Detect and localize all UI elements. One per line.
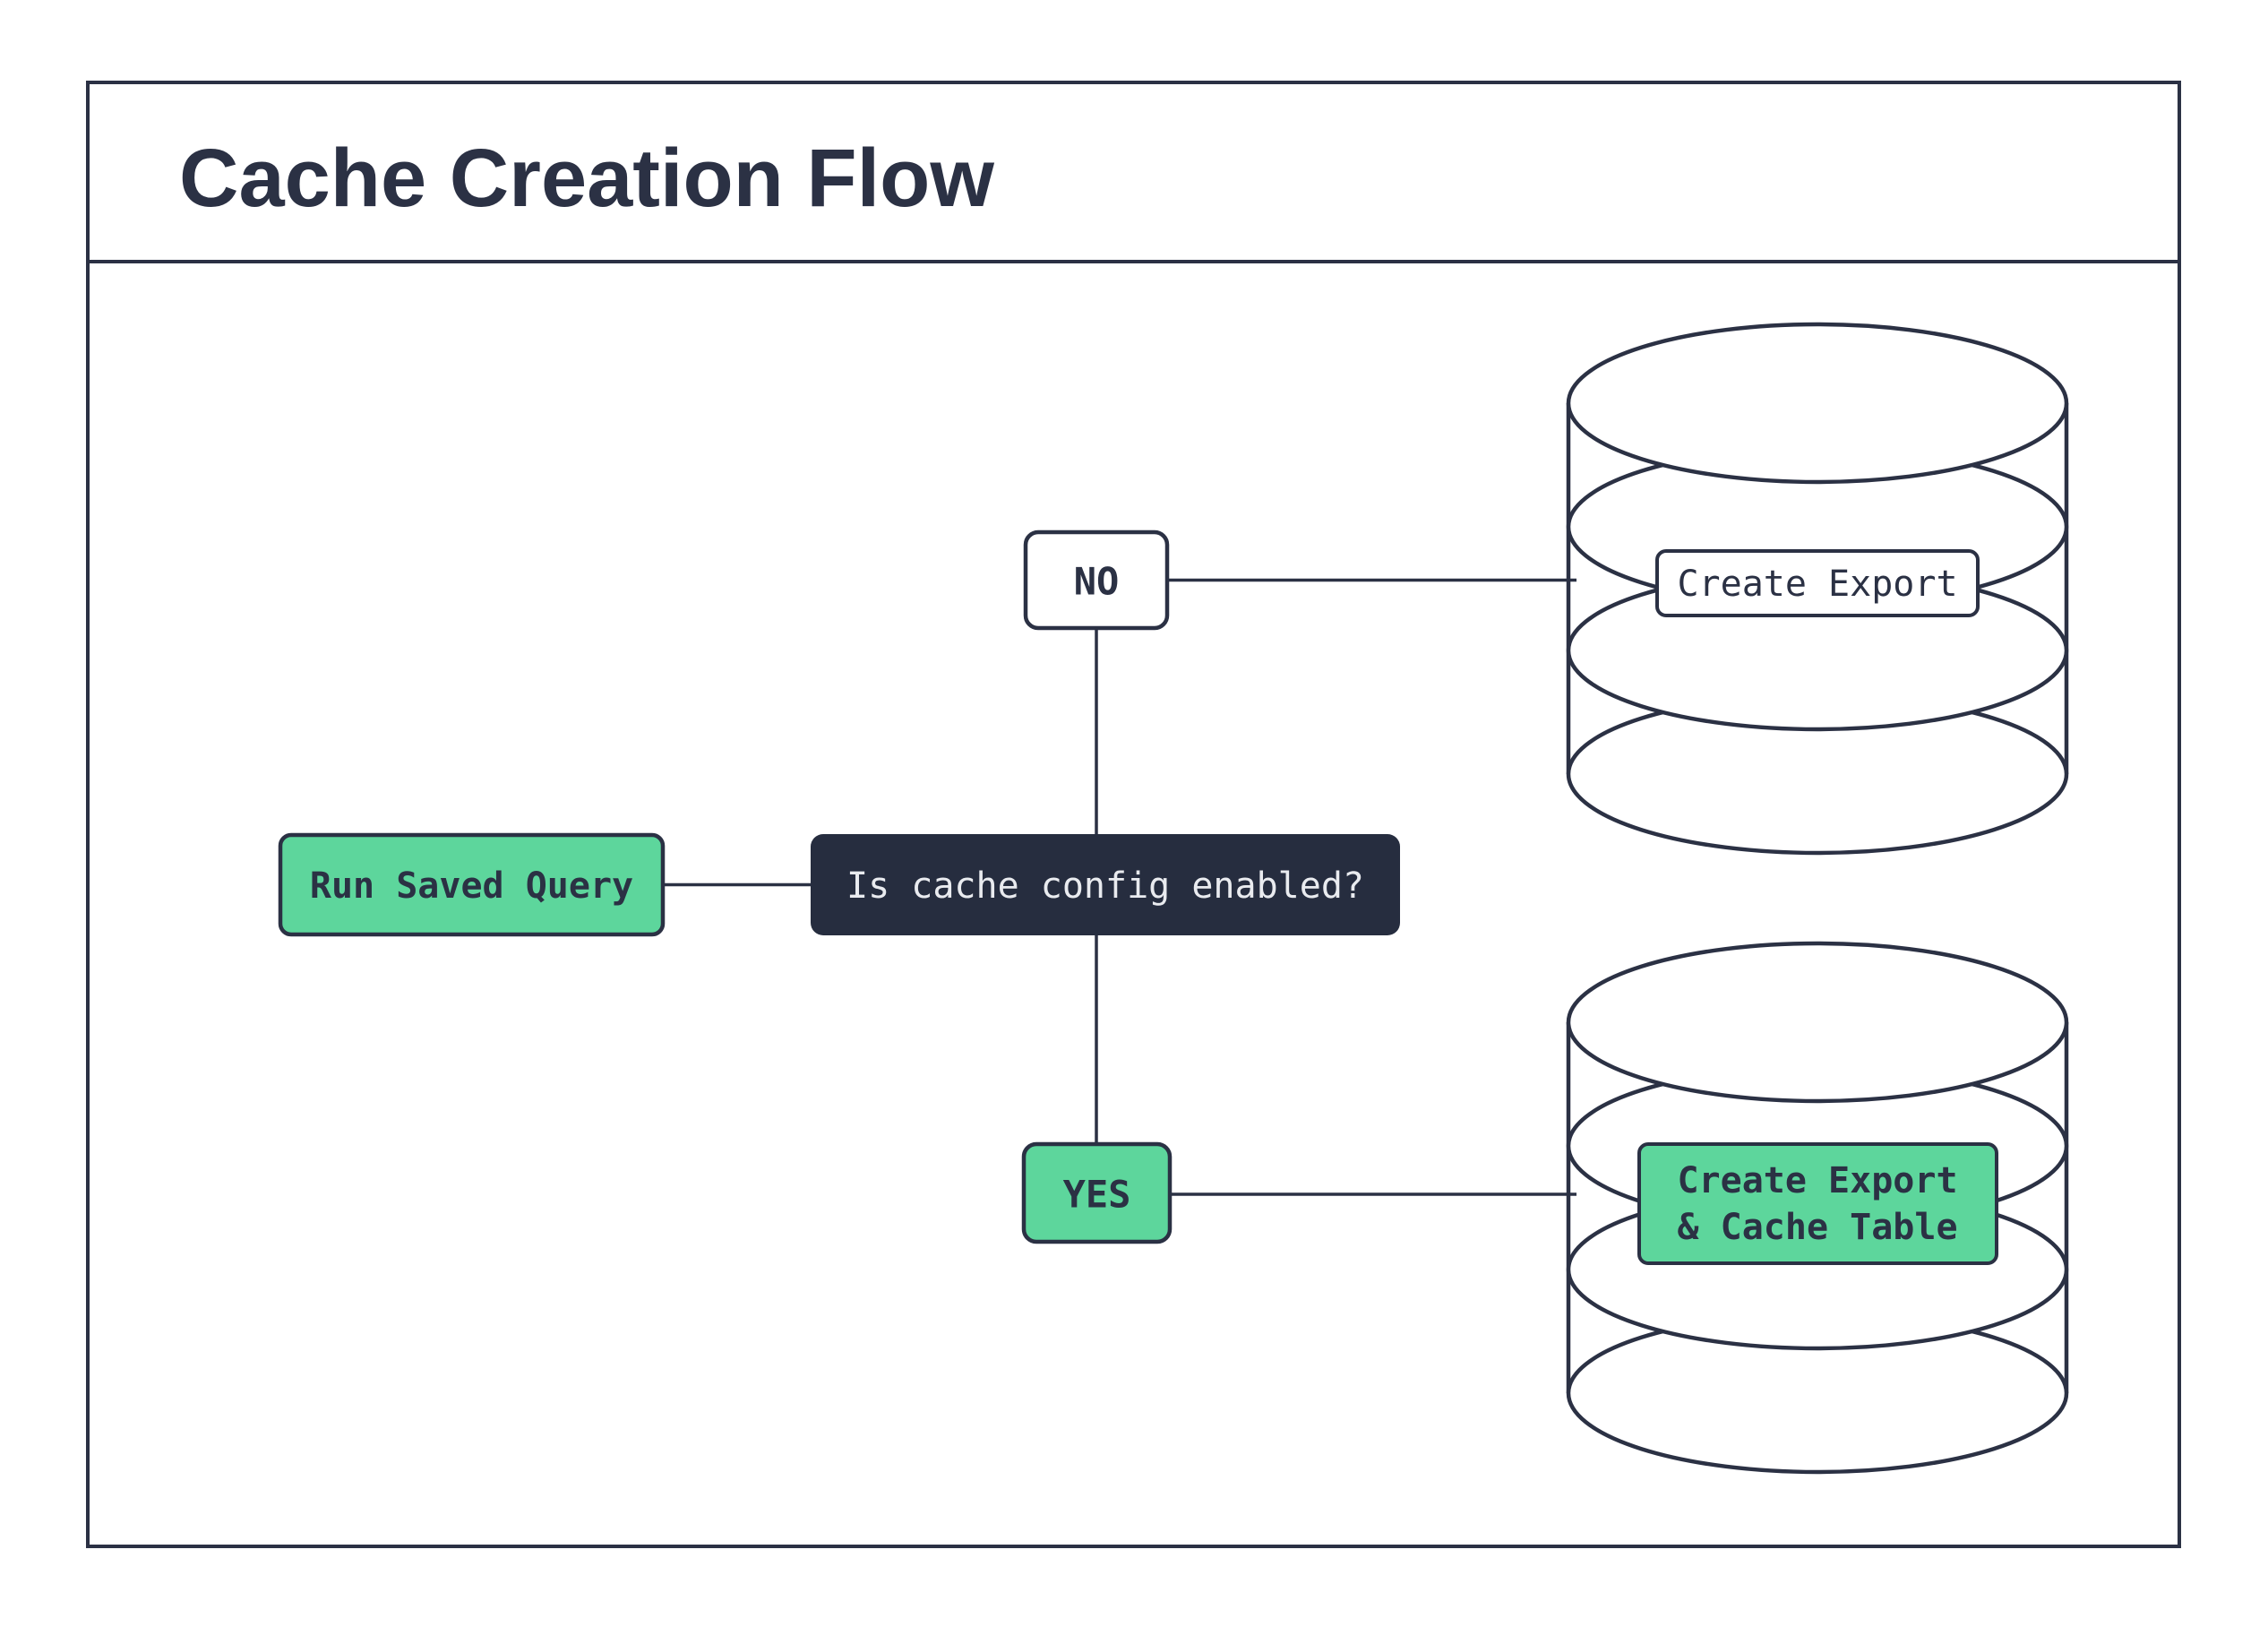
export-cache-db-label-box (1637, 1142, 1998, 1265)
page-title: Cache Creation Flow (179, 133, 994, 224)
yes-branch-box (1021, 1141, 1173, 1244)
cylinder-disk-1 (1566, 322, 2069, 485)
no-branch-label: NO (1074, 560, 1120, 604)
cylinder-disk-1 (1566, 941, 2069, 1104)
export-cache-db-label-line2: & Cache Table (1677, 1207, 1957, 1248)
no-branch-node: NO (1023, 529, 1170, 631)
start-node-label: Run Saved Query (310, 865, 633, 907)
decision-node: Is cache config enabled? (811, 834, 1400, 935)
start-node-box (278, 832, 666, 937)
no-branch-box (1023, 529, 1170, 631)
export-db-label: Create Export (1677, 564, 1957, 605)
export-database-icon: Create Export (1566, 322, 2069, 856)
yes-branch-node: YES (1021, 1141, 1173, 1244)
export-cache-database-icon: Create Export & Cache Table (1566, 941, 2069, 1475)
decision-node-label: Is cache config enabled? (846, 865, 1364, 907)
diagram-frame (86, 81, 2181, 1548)
start-node: Run Saved Query (278, 832, 666, 937)
export-cache-db-label-line1: Create Export (1677, 1160, 1957, 1201)
export-db-label-box (1655, 549, 1980, 617)
decision-node-box (811, 834, 1400, 935)
yes-branch-label: YES (1063, 1173, 1131, 1217)
